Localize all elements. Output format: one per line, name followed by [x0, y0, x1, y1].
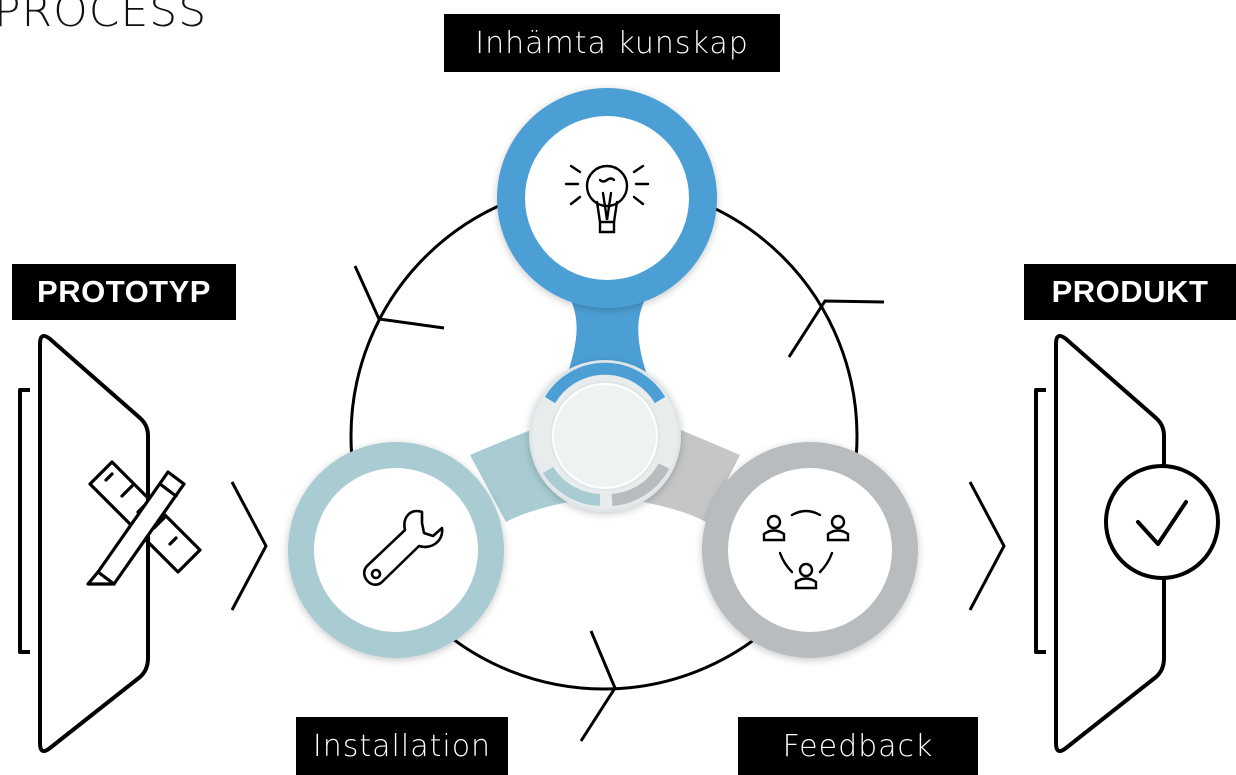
chevron-right-icon	[968, 481, 1006, 611]
document-icon	[18, 333, 150, 754]
wrench-icon	[363, 509, 444, 586]
document-check-icon	[1034, 333, 1220, 754]
people-network-icon	[762, 509, 850, 590]
label-installation: Installation	[296, 717, 508, 775]
label-gather-knowledge: Inhämta kunskap	[444, 14, 780, 72]
node-installation	[288, 442, 504, 658]
node-feedback	[702, 442, 918, 658]
label-product: PRODUKT	[1024, 264, 1236, 320]
cycle-arrows	[353, 265, 885, 742]
chevron-right-icon	[230, 481, 268, 611]
label-feedback: Feedback	[738, 717, 978, 775]
pencil-ruler-icon	[86, 460, 202, 586]
center-hub	[529, 360, 681, 512]
node-gather-knowledge	[497, 88, 717, 308]
lightbulb-icon	[564, 164, 650, 234]
page-title: PROCESS	[0, 0, 208, 37]
label-prototype: PROTOTYP	[12, 264, 236, 320]
